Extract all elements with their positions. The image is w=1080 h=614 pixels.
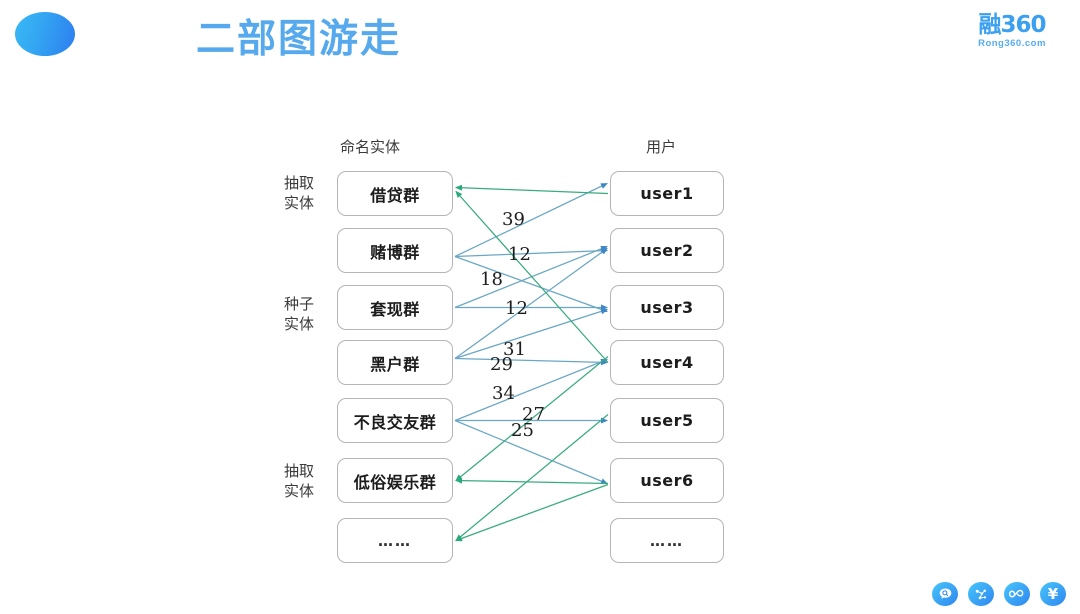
side-label-line2: 实体 [283,315,314,334]
entity-node-4[interactable]: 黑户群 [337,340,453,385]
user-node-3[interactable]: user3 [610,285,724,330]
column-header-user: 用户 [646,138,677,156]
edge-weight-5: 31 [503,339,526,360]
user-node-label: user5 [640,411,694,430]
user-node-4[interactable]: user4 [610,340,724,385]
user-node-5[interactable]: user5 [610,398,724,443]
rong360-logo: 融360 Rong360.com [958,14,1066,54]
side-label-extracted-entity-bottom: 抽取 实体 [270,461,328,502]
side-label-seed-entity: 种子 实体 [270,294,328,335]
graph-edge-8 [454,357,608,366]
user-node-label: user4 [640,353,694,372]
graph-edge-15 [455,477,609,485]
user-node-6[interactable]: user6 [610,458,724,503]
yen-glyph: ¥ [1047,584,1059,603]
graph-edge-12 [455,184,609,195]
side-label-line1: 抽取 [283,462,314,480]
entity-node-label: 低俗娱乐群 [353,472,437,492]
edge-weight-6: 29 [490,354,513,375]
user-node-label: user3 [640,298,694,317]
graph-edge-2 [454,247,608,258]
page-title: 二部图游走 [196,17,402,62]
entity-node-6[interactable]: 低俗娱乐群 [337,458,453,503]
infinity-icon[interactable] [1004,582,1030,606]
network-graph-icon[interactable] [968,582,994,606]
user-node-label: …… [650,531,684,550]
user-node-label: user2 [640,241,694,260]
graph-edge-6 [454,247,608,360]
ellipse-bullet-icon [15,12,75,56]
entity-node-7[interactable]: …… [337,518,453,563]
edge-weight-2: 12 [508,244,531,265]
side-label-extracted-entity-top: 抽取 实体 [270,173,328,214]
graph-edge-4 [454,245,608,309]
graph-edge-3 [454,255,608,313]
entity-node-label: 借贷群 [370,185,420,205]
graph-edge-16 [455,414,609,542]
search-bubble-icon[interactable] [932,582,958,606]
user-node-label: user6 [640,471,694,490]
logo-mark-text: 融360 [978,12,1046,38]
entity-node-label: 不良交友群 [353,412,437,432]
graph-edge-7 [454,308,608,360]
edge-weight-4: 12 [505,298,528,319]
edge-weight-1: 39 [502,209,525,230]
graph-edge-17 [455,483,609,542]
entity-node-label: 赌博群 [370,242,420,262]
edge-weight-9: 25 [511,420,534,441]
graph-edge-13 [455,190,609,363]
entity-node-label: 黑户群 [370,354,420,374]
user-node-7[interactable]: …… [610,518,724,563]
yen-currency-icon[interactable]: ¥ [1040,582,1066,606]
side-label-line1: 抽取 [283,174,314,192]
graph-edge-1 [454,182,608,258]
entity-node-1[interactable]: 借贷群 [337,171,453,216]
entity-node-label: 套现群 [370,299,420,319]
graph-edge-9 [454,358,608,422]
entity-node-3[interactable]: 套现群 [337,285,453,330]
entity-node-label: …… [378,531,412,550]
graph-edge-11 [454,419,608,485]
edge-weight-8: 27 [522,404,545,425]
user-node-label: user1 [640,184,694,203]
entity-node-5[interactable]: 不良交友群 [337,398,453,443]
edge-weight-7: 34 [492,383,515,404]
footer-icon-bar: ¥ [932,582,1066,606]
side-label-line2: 实体 [283,482,314,501]
edge-weight-3: 18 [480,269,503,290]
graph-edge-14 [455,356,609,482]
entity-node-2[interactable]: 赌博群 [337,228,453,273]
side-label-line1: 种子 [283,295,314,313]
user-node-2[interactable]: user2 [610,228,724,273]
user-node-1[interactable]: user1 [610,171,724,216]
logo-subtitle-text: Rong360.com [978,38,1046,49]
column-header-entity: 命名实体 [340,138,401,156]
side-label-line2: 实体 [283,194,314,213]
